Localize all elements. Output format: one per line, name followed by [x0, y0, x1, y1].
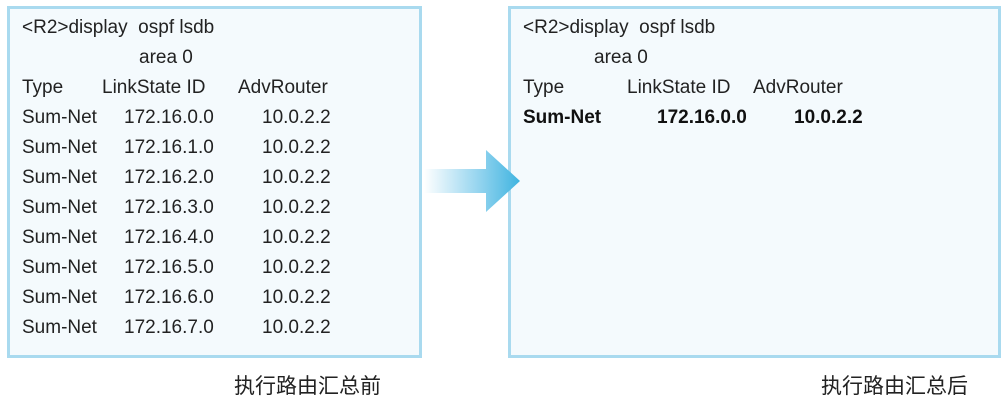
cell-type: Sum-Net [22, 227, 97, 248]
lsdb-before-panel [7, 6, 422, 358]
cell-advrouter: 10.0.2.2 [262, 107, 331, 128]
cell-linkstate-id: 172.16.1.0 [124, 137, 214, 158]
header-type: Type [22, 77, 64, 98]
cell-advrouter: 10.0.2.2 [262, 137, 331, 158]
cell-type: Sum-Net [22, 257, 97, 278]
cell-linkstate-id: 172.16.3.0 [124, 197, 214, 218]
cell-advrouter: 10.0.2.2 [262, 227, 331, 248]
header-advrouter: AdvRouter [753, 77, 843, 98]
cell-linkstate-id: 172.16.7.0 [124, 317, 214, 338]
cell-type: Sum-Net [523, 107, 602, 128]
cell-advrouter: 10.0.2.2 [262, 197, 331, 218]
area-label: area 0 [594, 47, 648, 68]
cell-advrouter: 10.0.2.2 [262, 257, 331, 278]
cell-type: Sum-Net [22, 167, 97, 188]
caption-after: 执行路由汇总后 [821, 375, 968, 398]
right-arrow-icon [424, 150, 520, 212]
command-line: <R2>display ospf lsdb [523, 17, 716, 38]
cell-advrouter: 10.0.2.2 [262, 287, 331, 308]
caption-before: 执行路由汇总前 [234, 375, 381, 398]
cell-linkstate-id: 172.16.5.0 [124, 257, 214, 278]
cell-linkstate-id: 172.16.6.0 [124, 287, 214, 308]
cell-type: Sum-Net [22, 137, 97, 158]
command-line: <R2>display ospf lsdb [22, 17, 215, 38]
header-type: Type [523, 77, 565, 98]
cell-type: Sum-Net [22, 317, 97, 338]
area-label: area 0 [139, 47, 193, 68]
lsdb-after-panel [508, 6, 1001, 358]
cell-advrouter: 10.0.2.2 [794, 107, 863, 128]
cell-linkstate-id: 172.16.0.0 [124, 107, 214, 128]
cell-linkstate-id: 172.16.2.0 [124, 167, 214, 188]
cell-linkstate-id: 172.16.0.0 [657, 107, 747, 128]
cell-advrouter: 10.0.2.2 [262, 167, 331, 188]
cell-type: Sum-Net [22, 287, 97, 308]
cell-type: Sum-Net [22, 107, 97, 128]
cell-advrouter: 10.0.2.2 [262, 317, 331, 338]
cell-type: Sum-Net [22, 197, 97, 218]
header-advrouter: AdvRouter [238, 77, 328, 98]
header-linkstate-id: LinkState ID [102, 77, 206, 98]
header-linkstate-id: LinkState ID [627, 77, 731, 98]
cell-linkstate-id: 172.16.4.0 [124, 227, 214, 248]
